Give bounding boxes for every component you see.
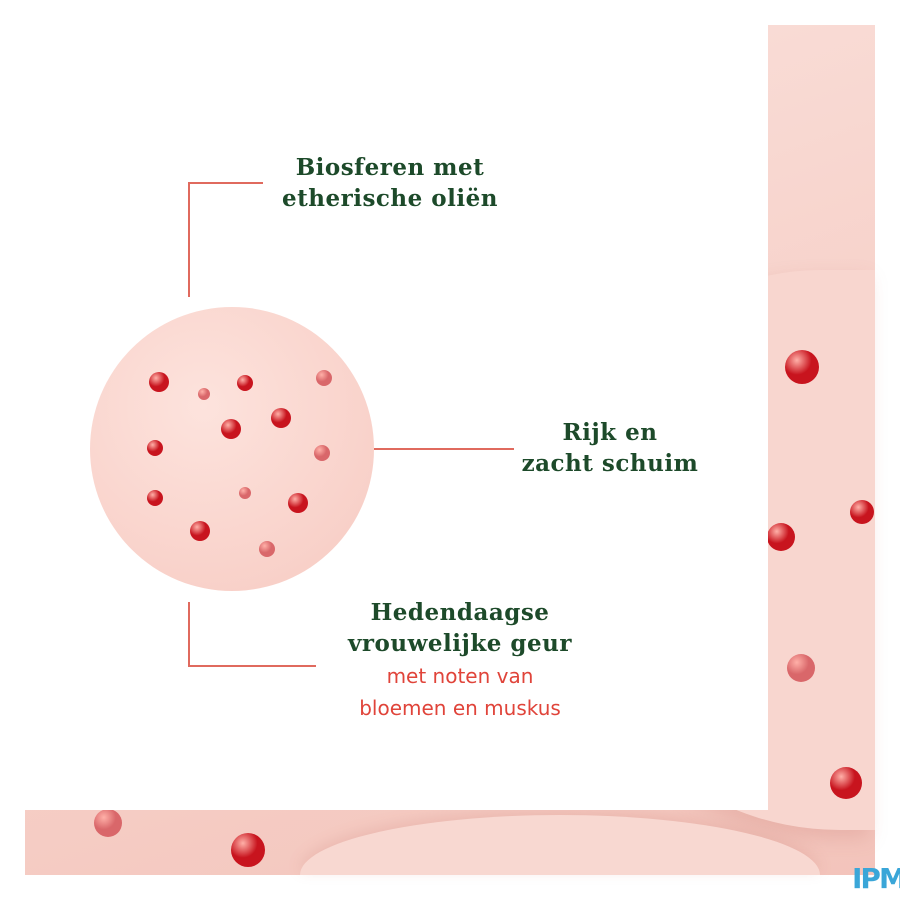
biosphere-bead: [271, 408, 291, 428]
label-line: vrouwelijke geur: [348, 630, 572, 657]
biosphere-bead: [785, 350, 819, 384]
biosphere-bead: [94, 809, 122, 837]
connector-line: [188, 182, 263, 184]
biosphere-bead: [767, 523, 795, 551]
connector-line: [188, 182, 190, 297]
biosphere-bead: [830, 767, 862, 799]
biosphere-bead: [787, 654, 815, 682]
label-line: etherische oliën: [282, 185, 498, 212]
label-line: bloemen en muskus: [359, 696, 561, 720]
label-biospheres: Biosferen met etherische oliën: [270, 152, 510, 214]
label-line: Hedendaagse: [370, 599, 550, 626]
label-line: Rijk en: [562, 419, 658, 446]
connector-line: [188, 665, 316, 667]
label-line: met noten van: [386, 664, 534, 688]
ipm-logo: IPM: [852, 862, 900, 895]
biosphere-bead: [314, 445, 330, 461]
product-texture-circle: [90, 307, 374, 591]
label-fragrance: Hedendaagse vrouwelijke geur: [330, 597, 590, 659]
biosphere-bead: [149, 372, 169, 392]
biosphere-bead: [850, 500, 874, 524]
biosphere-bead: [198, 388, 210, 400]
connector-line: [188, 602, 190, 667]
biosphere-bead: [237, 375, 253, 391]
connector-line: [374, 448, 514, 450]
biosphere-bead: [259, 541, 275, 557]
label-line: Biosferen met: [295, 154, 485, 181]
biosphere-bead: [190, 521, 210, 541]
biosphere-bead: [288, 493, 308, 513]
biosphere-bead: [147, 440, 163, 456]
biosphere-bead: [316, 370, 332, 386]
biosphere-bead: [221, 419, 241, 439]
biosphere-bead: [147, 490, 163, 506]
label-foam: Rijk en zacht schuim: [510, 417, 710, 479]
label-line: zacht schuim: [521, 450, 699, 477]
biosphere-bead: [231, 833, 265, 867]
label-fragrance-notes: met noten van bloemen en muskus: [320, 660, 600, 724]
biosphere-bead: [239, 487, 251, 499]
